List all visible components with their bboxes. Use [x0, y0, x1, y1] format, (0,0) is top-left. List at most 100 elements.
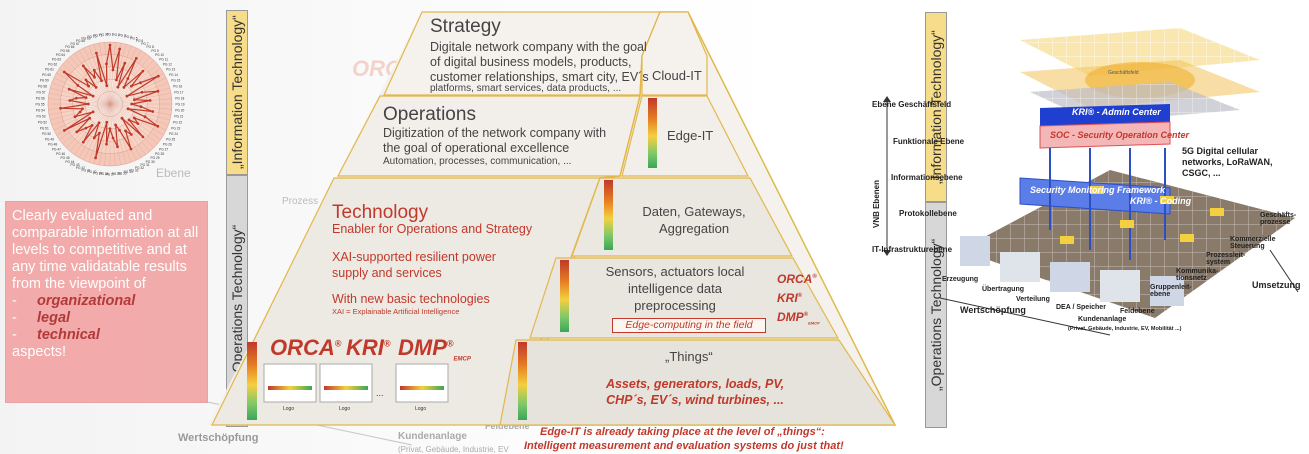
radar-spoke	[70, 56, 111, 105]
technology-xai: XAI = Explainable Artificial Intelligenc…	[332, 307, 460, 316]
radar-label: PG 69	[82, 37, 91, 41]
radar-spoke	[74, 103, 111, 155]
radar-label: PG 8	[147, 45, 154, 49]
radar-point	[132, 116, 136, 120]
radar-point	[126, 107, 130, 111]
radar-point	[92, 136, 96, 140]
radar-label: PG 58	[38, 84, 47, 88]
radar-label: PG 71	[93, 34, 102, 38]
radar-label: PG 37	[105, 173, 114, 177]
radar-label: PG 18	[175, 96, 184, 100]
edge-it-label: Edge-IT	[667, 128, 714, 143]
radar-label: PG 67	[70, 42, 79, 46]
radar-spoke	[109, 103, 170, 121]
right-label-kommerzielle: Kommerzielle Steuerung	[1230, 236, 1276, 250]
radar-spoke	[109, 47, 137, 105]
bg-prozess-faded: Prozess	[282, 196, 319, 207]
radar-label: PG 55	[35, 103, 44, 107]
radar-label: PG 63	[52, 58, 61, 62]
radar-point	[93, 75, 96, 79]
radar-label: PG 45	[60, 156, 69, 160]
bg-kundenanlage-sub: (Privat, Gebäude, Industrie, EV	[398, 445, 509, 454]
radar-label: PG 2	[112, 33, 119, 37]
radar-point	[151, 110, 155, 113]
radar-spoke	[109, 60, 154, 105]
radar-spoke	[74, 53, 111, 105]
strategy-small: platforms, smart services, data products…	[430, 83, 622, 94]
top-geschaeftsfeld: Geschäftsfeld	[1108, 70, 1139, 76]
radar-label: PG 47	[52, 147, 61, 151]
radar-label: PG 9	[151, 49, 158, 53]
technology-title: Technology	[332, 202, 429, 223]
radar-label: PG 57	[37, 90, 46, 94]
radar-label: PG 39	[93, 171, 102, 175]
radar-point	[95, 51, 98, 55]
radar-point	[76, 84, 80, 87]
radar-spoke	[48, 103, 111, 115]
radar-point	[116, 85, 120, 89]
radar-label: PG 43	[70, 163, 79, 167]
radar-spoke	[109, 45, 132, 105]
radar-point	[125, 94, 129, 98]
brand-dmp-small: DMP®EMCP	[777, 310, 820, 326]
radar-point	[139, 81, 142, 85]
radar-point	[130, 102, 134, 106]
radar-point	[92, 68, 96, 72]
radar-point	[91, 94, 95, 98]
info-outro: aspects!	[12, 344, 66, 360]
radar-point	[91, 110, 95, 114]
radar-label: PG 54	[36, 109, 45, 113]
radar-label: PG 11	[159, 58, 168, 62]
radar-spoke	[109, 103, 154, 148]
radar-point	[133, 98, 136, 102]
radar-point	[122, 86, 126, 89]
radar-label: PG 34	[124, 170, 133, 174]
radar-label: PG 65	[60, 49, 69, 53]
radar-point	[100, 79, 103, 83]
radar-label: PG 15	[171, 79, 180, 83]
radar-label: PG 27	[159, 147, 168, 151]
technology-line1: XAI-supported resilient power supply and…	[332, 250, 496, 280]
radar-label: PG 32	[135, 166, 144, 170]
bottom-label-dea: DEA / Speicher	[1056, 304, 1106, 311]
brand-orca-large: ORCA®	[270, 335, 342, 360]
wertschoepfung-right: Wertschöpfung	[960, 305, 1026, 315]
radar-point	[90, 124, 94, 127]
radar-spoke	[53, 103, 111, 131]
operations-small: Automation, processes, communication, ..…	[383, 156, 572, 167]
radar-point	[140, 90, 144, 94]
radar-point	[115, 78, 118, 82]
radar-point	[118, 128, 121, 132]
bg-feldebene: Feldebene	[485, 421, 530, 431]
vnb-arrow	[883, 96, 891, 256]
logo-card-ellipsis: ...	[376, 388, 384, 398]
technology-subtitle: Enabler for Operations and Strategy	[332, 222, 533, 236]
right-label-geschaeftsprozesse: Geschäfts-prozesse	[1260, 212, 1297, 226]
bottom-label-verteilung: Verteilung	[1016, 296, 1050, 303]
radar-point	[105, 62, 108, 66]
gauge-edge-it	[648, 98, 657, 168]
bg-ebene-faded: Ebene	[156, 166, 191, 180]
radar-label: PG 42	[76, 166, 85, 170]
bg-kundenanlage: Kundenanlage	[398, 431, 467, 442]
radar-point	[94, 156, 97, 160]
radar-point	[114, 123, 117, 127]
radar-spoke	[88, 45, 111, 105]
level-it-infra: IT-Infrastrukturebene	[872, 245, 953, 254]
radar-spoke	[109, 87, 170, 105]
radar-point	[78, 110, 82, 114]
soc-label: SOC - Security Operation Center	[1050, 130, 1190, 140]
radar-label: PG 4	[124, 35, 131, 39]
radar-spoke	[109, 77, 167, 105]
radar-point	[108, 127, 112, 131]
radar-spoke	[78, 103, 111, 158]
radar-spoke	[59, 103, 111, 140]
cellular-label: 5G Digital cellular networks, LoRaWAN, C…	[1182, 146, 1273, 178]
radar-label: PG 59	[40, 79, 49, 83]
daten-label: Daten, Gateways, Aggregation	[642, 204, 746, 236]
radar-spoke	[99, 103, 111, 166]
gauge-daten	[604, 180, 613, 250]
radar-point	[81, 107, 84, 111]
radar-label: PG 51	[40, 126, 49, 130]
